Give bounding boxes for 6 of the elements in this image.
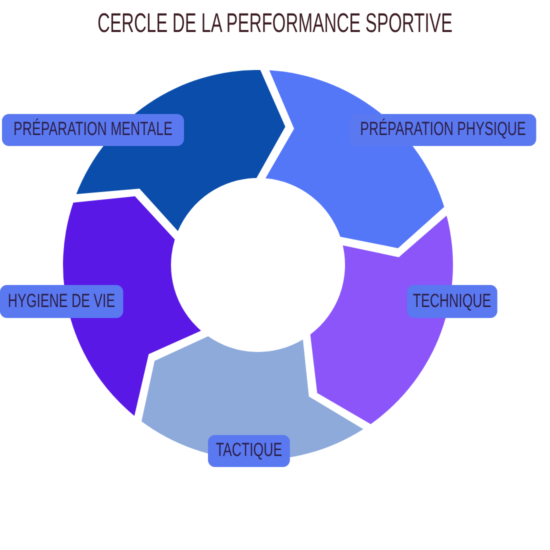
stage-label: PRÉPARATION PHYSIQUE (350, 114, 536, 146)
stage-label: HYGIENE DE VIE (0, 285, 123, 318)
stage-label: TECHNIQUE (407, 285, 497, 318)
stage-label: TACTIQUE (208, 435, 290, 467)
diagram-title: CERCLE DE LA PERFORMANCE SPORTIVE (98, 8, 452, 38)
stage-label: PRÉPARATION MENTALE (2, 114, 184, 146)
